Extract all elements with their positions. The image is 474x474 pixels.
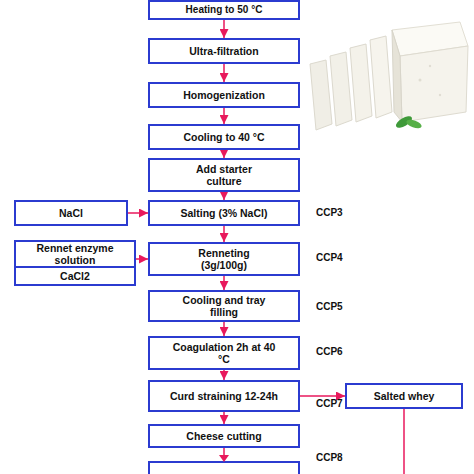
cheese-illustration [310,22,468,130]
process-box: Heating to 50 °C [148,0,300,20]
flow-arrow [223,322,225,336]
flow-line [403,409,405,474]
mint-leaf [405,118,422,130]
flow-arrow [300,395,345,397]
callout-label: CCP7 [316,398,343,409]
flow-arrow [223,64,225,82]
process-box: Cheese cutting [148,424,300,448]
process-box [149,462,299,474]
cheese-slice [350,44,372,122]
step-text: Ultra-filtration [189,45,258,57]
callout-label: CCP8 [316,452,343,463]
callout-label: CCP5 [316,301,343,312]
cheese-slice [330,52,352,126]
cheese-hole [419,79,422,82]
process-box: Renneting (3g/100g) [148,242,300,276]
process-box: Ultra-filtration [148,38,300,64]
flow-arrow [223,370,225,380]
flow-arrow [223,20,225,38]
process-box: Cooling to 40 °C [148,124,300,150]
step-text: Cooling to 40 °C [183,131,264,143]
cheese-hole [439,94,441,96]
flow-arrow [223,226,225,242]
step-text: CaCl2 [60,270,90,282]
callout-label: CCP4 [316,252,343,263]
step-text: Homogenization [183,89,265,101]
step-text: Curd straining 12-24h [170,390,278,402]
flow-arrow [223,192,225,200]
step-text: Rennet enzyme solution [29,242,121,266]
cheese-front [400,46,468,122]
process-box: CaCl2 [14,268,136,286]
flow-arrow [223,276,225,290]
flow-arrow [223,448,225,456]
process-box: Cooling and tray filling [148,290,300,322]
cheese-side [392,30,402,122]
flow-arrow [223,412,225,424]
step-text: Coagulation 2h at 40 °C [169,341,279,365]
step-text: Cheese cutting [186,430,261,442]
flow-arrow [136,258,148,260]
step-text: Cooling and tray filling [174,294,274,318]
callout-label: CCP6 [316,346,343,357]
process-box: NaCl [14,200,128,226]
process-box: Homogenization [148,82,300,108]
process-box: Salted whey [345,383,463,409]
arrow-head [219,455,229,462]
step-text: Renneting (3g/100g) [189,247,259,271]
flow-arrow [128,212,148,214]
step-text: NaCl [59,207,83,219]
cheese-slice [310,60,332,130]
process-box: Add starter culture [148,158,300,192]
step-text: Salting (3% NaCl) [181,207,268,219]
process-box: Coagulation 2h at 40 °C [148,336,300,370]
step-text: Heating to 50 °C [186,4,263,16]
step-text: Add starter culture [184,163,264,187]
callout-label: CCP3 [316,207,343,218]
process-box: Rennet enzyme solution [14,240,136,268]
step-text: Salted whey [374,390,435,402]
process-box: Salting (3% NaCl) [148,200,300,226]
cheese-slice [370,36,392,118]
cheese-hole [429,65,431,67]
flow-arrow [223,150,225,158]
process-box: Curd straining 12-24h [148,380,300,412]
flow-arrow [223,108,225,124]
